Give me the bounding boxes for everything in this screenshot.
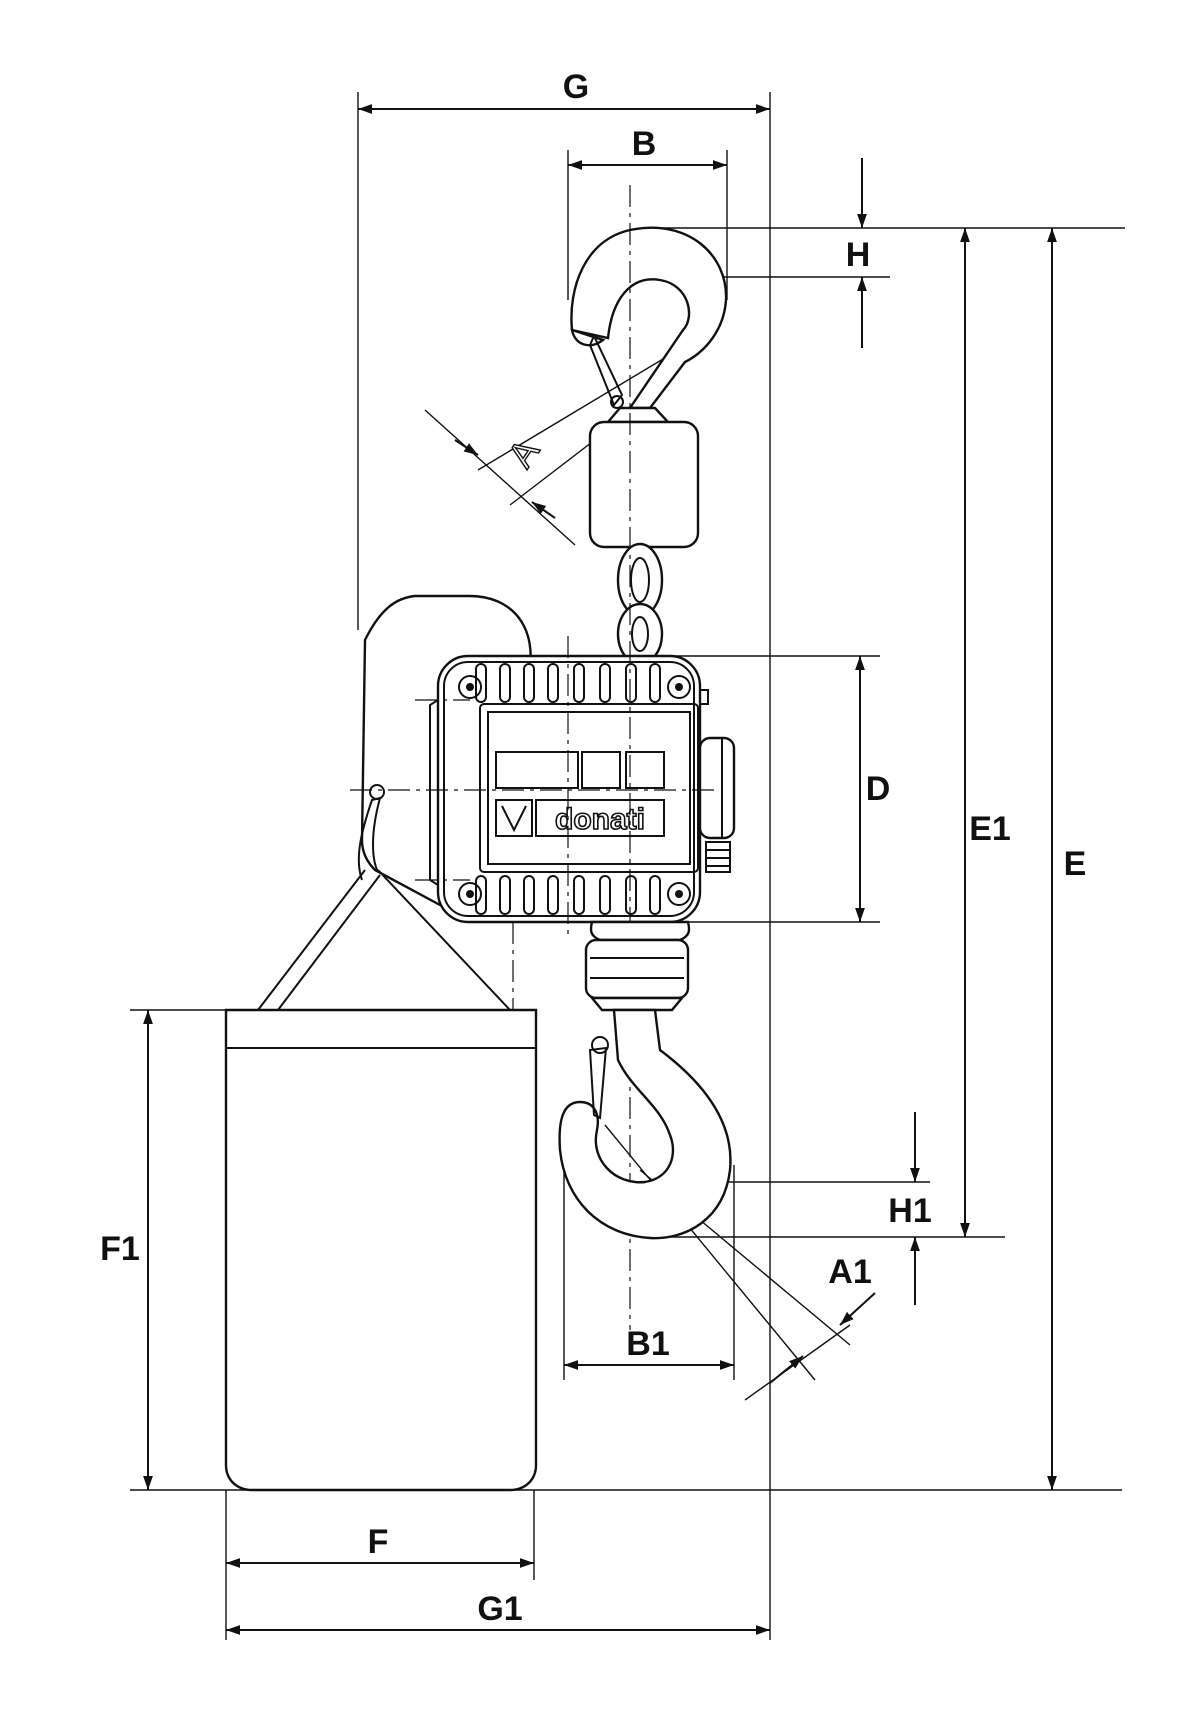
donati-logo: donati: [495, 799, 665, 837]
top-hook: [570, 226, 728, 424]
label-a1: A1: [828, 1253, 871, 1291]
label-h: H: [846, 236, 871, 274]
label-g: G: [563, 68, 589, 106]
side-connector: [698, 736, 736, 840]
label-g1: G1: [477, 1590, 522, 1628]
label-b1: B1: [626, 1325, 669, 1363]
scale-housing: donati: [429, 654, 736, 924]
label-f: F: [368, 1523, 389, 1561]
dimension-lines: [143, 104, 1057, 1635]
top-block: [588, 420, 700, 549]
display-panel: [479, 703, 699, 873]
bottom-swivel: [584, 920, 691, 1012]
label-d: D: [866, 770, 891, 808]
dim-a1-arrow-1: [839, 1292, 876, 1326]
corner-screws: [458, 675, 691, 906]
bottom-hook: [558, 1008, 732, 1240]
battery-bag: [224, 1008, 538, 1492]
label-a: A: [500, 432, 547, 475]
label-h1: H1: [888, 1192, 931, 1230]
dim-a-arrow-2: [531, 501, 556, 519]
chain-links: [616, 542, 664, 666]
display-digits: [495, 751, 665, 789]
center-lines: [350, 185, 720, 1330]
label-e1: E1: [969, 810, 1011, 848]
dim-a-arrow-1: [454, 439, 479, 456]
label-e: E: [1064, 845, 1087, 883]
label-b: B: [632, 125, 657, 163]
dim-a1-arrow-2: [769, 1355, 804, 1384]
label-f1: F1: [100, 1230, 140, 1268]
